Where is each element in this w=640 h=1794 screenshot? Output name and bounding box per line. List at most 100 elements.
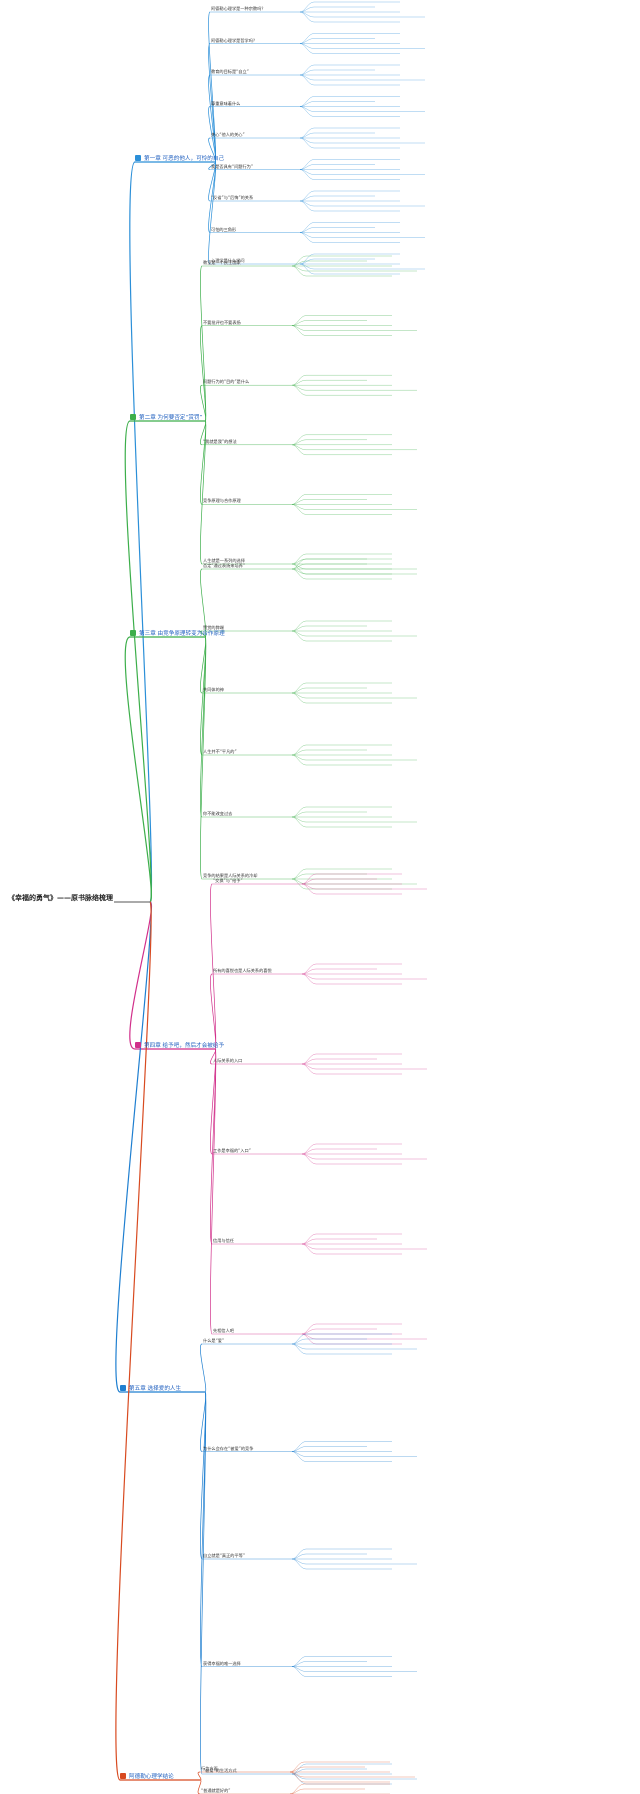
- branch-2-label[interactable]: 第二章 为何要否定“赏罚”: [130, 413, 203, 421]
- connector-line: [299, 106, 400, 117]
- connector-line: [210, 883, 217, 1050]
- topic-node[interactable]: 阿德勒心理学是哲学吗？: [211, 37, 258, 43]
- connector-line: [301, 1243, 427, 1250]
- connector-line: [289, 1761, 390, 1773]
- branch-3-label[interactable]: 第三章 由竞争原理转变为合作原理: [130, 629, 225, 637]
- branch-5-label[interactable]: 第五章 选择爱的人生: [120, 1384, 181, 1392]
- connector-line: [200, 630, 207, 638]
- topic-node[interactable]: 什么是“爱”: [203, 1338, 225, 1343]
- connector-line: [299, 169, 400, 180]
- topic-node[interactable]: 自立就是“真正的平等”: [203, 1553, 246, 1558]
- topic-node[interactable]: “反省”与“后悔”的关系: [211, 195, 254, 200]
- connector-line: [208, 161, 216, 265]
- connector-line: [301, 1143, 402, 1155]
- topic-node[interactable]: 获得幸福的唯一选择: [203, 1660, 241, 1666]
- connector-line: [291, 434, 392, 445]
- connector-line: [299, 64, 400, 76]
- connector-line: [291, 1338, 367, 1345]
- connector-line: [291, 504, 392, 515]
- connector-line: [289, 1788, 365, 1794]
- connector-line: [197, 1771, 202, 1781]
- connector-line: [301, 878, 377, 885]
- topic-node[interactable]: 为什么会存在“被爱”的竞争: [203, 1445, 254, 1451]
- topic-node[interactable]: 信用与信任: [213, 1238, 234, 1243]
- connector-line: [291, 1343, 392, 1355]
- connector-line: [299, 263, 425, 270]
- connector-line: [299, 195, 375, 202]
- topic-node[interactable]: 先相信人吧: [213, 1328, 234, 1333]
- branch-6-label[interactable]: 阿德勒心理学结论: [120, 1772, 174, 1780]
- branch-marker-icon: [130, 630, 136, 636]
- connector-line: [301, 1333, 427, 1340]
- topic-node[interactable]: 人生并不“平凡的”: [203, 749, 237, 754]
- connector-line: [291, 692, 392, 704]
- connector-line: [301, 963, 402, 975]
- topic-node[interactable]: 我是否具有“问题行为”: [211, 163, 254, 169]
- connector-line: [289, 1771, 390, 1783]
- connector-line: [299, 101, 375, 107]
- connector-line: [291, 868, 392, 880]
- connector-line: [299, 74, 425, 81]
- connector-line: [301, 973, 427, 980]
- topic-node[interactable]: 所有的喜悦也是人际关系的喜悦: [213, 968, 272, 973]
- root-title[interactable]: 《幸福的勇气》——原书脉络梳理: [7, 892, 114, 904]
- connector-line: [291, 744, 392, 756]
- connector-line: [291, 816, 392, 828]
- branch-marker-icon: [120, 1773, 126, 1779]
- connector-line: [301, 968, 377, 975]
- connector-line: [291, 558, 392, 570]
- topic-node[interactable]: 教室是一个民主国家: [203, 260, 241, 265]
- topic-node[interactable]: 教育的目标是“自立”: [211, 69, 249, 74]
- topic-node[interactable]: “交换”与“给予”: [213, 878, 243, 883]
- connector-line: [299, 11, 425, 18]
- topic-node[interactable]: 工作是幸福的“入口”: [213, 1148, 251, 1153]
- topic-node[interactable]: 关心“他人的关心”: [211, 132, 245, 137]
- topic-node[interactable]: 竞争原理与合作原理: [203, 498, 241, 504]
- topic-node[interactable]: “被爱”的生活方式: [203, 1768, 237, 1773]
- topic-node[interactable]: 不要批评也不要表扬: [203, 319, 241, 325]
- connector-line: [291, 375, 392, 386]
- topic-node[interactable]: 赞赏的弊端: [203, 625, 224, 630]
- topic-node[interactable]: 心理学是什么学问: [211, 258, 245, 263]
- connector-line: [291, 878, 392, 890]
- connector-line: [299, 227, 375, 233]
- topic-node[interactable]: 人生就是一系列的选择: [203, 558, 245, 563]
- connector-line: [301, 1238, 377, 1245]
- connector-line: [291, 260, 367, 267]
- connector-line: [291, 315, 392, 326]
- topic-node[interactable]: 可怕的三角形: [211, 226, 237, 232]
- connector-line: [291, 1441, 392, 1452]
- topic-node[interactable]: 问题行为的“目的”是什么: [203, 379, 250, 385]
- topic-node[interactable]: 共同体的神: [203, 687, 224, 692]
- connector-line: [291, 1656, 392, 1667]
- connector-line: [291, 630, 417, 637]
- connector-line: [291, 568, 392, 580]
- connector-line: [291, 754, 392, 766]
- connector-line: [291, 255, 392, 267]
- connector-line: [301, 873, 402, 885]
- connector-line: [291, 444, 417, 450]
- connector-line: [200, 636, 207, 880]
- connector-line: [301, 883, 402, 895]
- connector-line: [291, 811, 367, 818]
- branch-1-label[interactable]: 第一章 可恶的他人，可怜的自己: [135, 154, 224, 162]
- connector-line: [291, 563, 367, 570]
- topic-node[interactable]: “我就是我”的想法: [203, 438, 237, 444]
- connector-line: [291, 1451, 417, 1457]
- connector-line: [291, 385, 417, 391]
- topic-node[interactable]: 竞争的结果是人际关系的冷却: [203, 873, 258, 878]
- connector-line: [299, 1, 400, 13]
- topic-node[interactable]: 行为方面: [201, 1766, 218, 1771]
- connector-line: [291, 1558, 417, 1565]
- topic-node[interactable]: 否定“通过表扬来培养”: [203, 563, 246, 568]
- topic-node[interactable]: 阿德勒心理学是一种宗教吗？: [211, 6, 266, 11]
- topic-node[interactable]: “普通就是好的”: [201, 1788, 231, 1793]
- topic-node[interactable]: 尊重意味着什么: [211, 100, 241, 106]
- connector-line: [291, 1446, 367, 1452]
- topic-node[interactable]: 你不能改变过去: [203, 811, 233, 816]
- connector-line: [301, 1053, 402, 1065]
- branch-4-label[interactable]: 第四章 给予吧，然后才会被给予: [135, 1041, 224, 1049]
- topic-node[interactable]: 人际关系的入口: [213, 1058, 243, 1063]
- connector-line: [200, 384, 207, 422]
- connector-line: [299, 43, 400, 54]
